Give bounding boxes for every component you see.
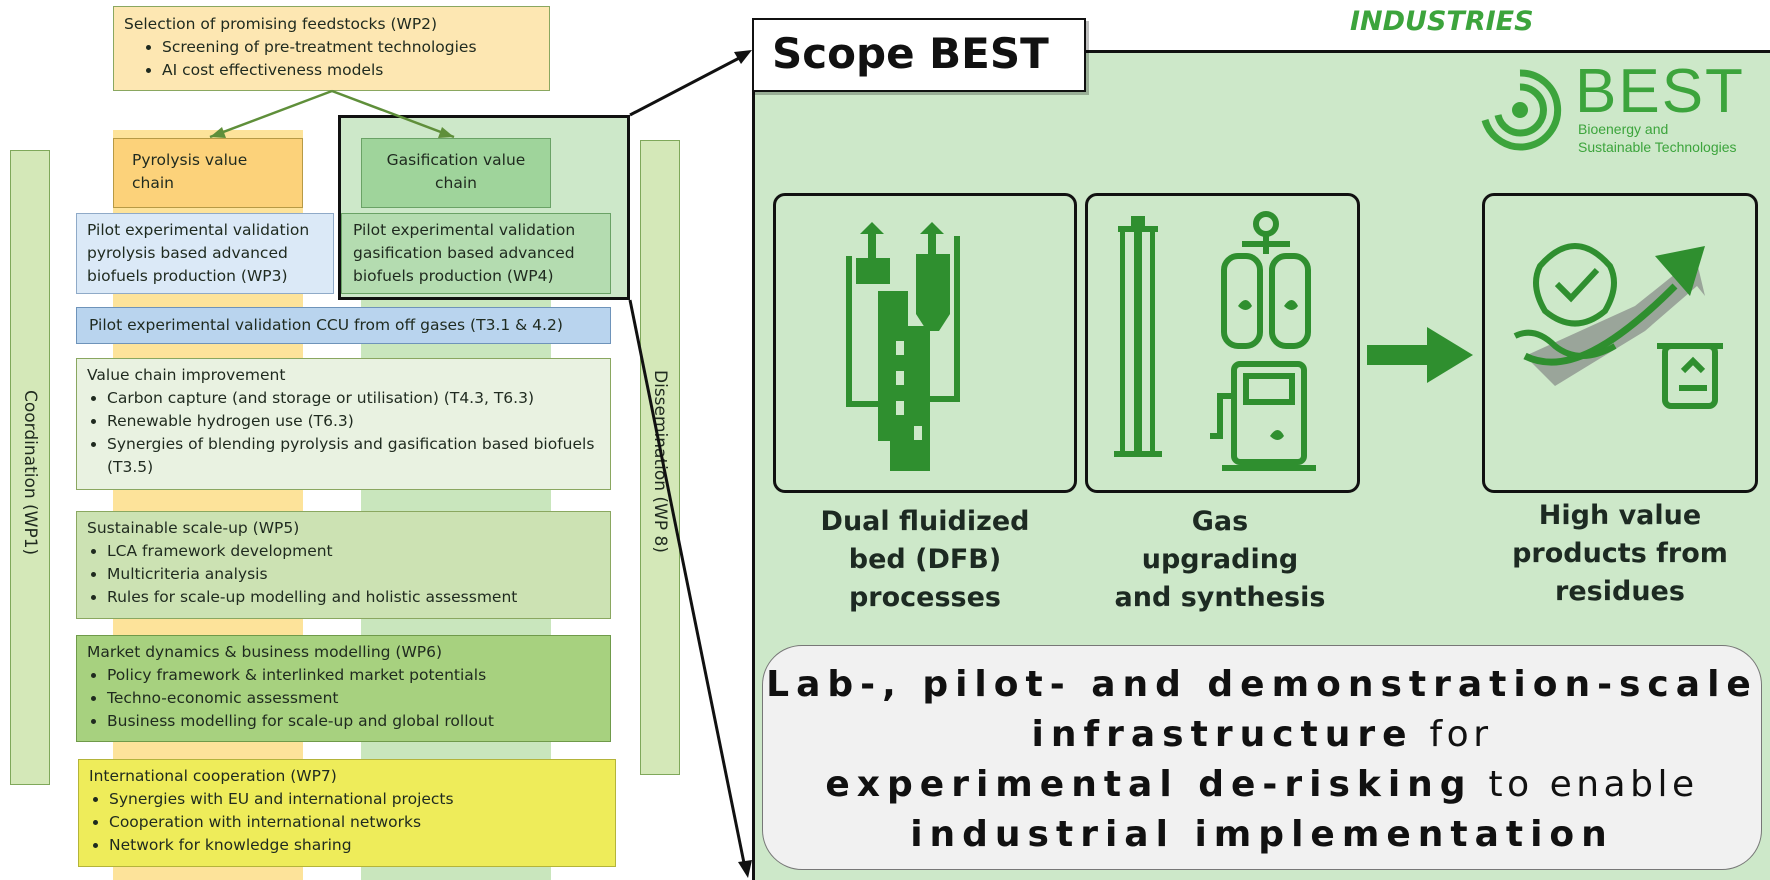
ccu-box: Pilot experimental validation CCU from o… bbox=[76, 307, 611, 344]
wp6-title: Market dynamics & business modelling (WP… bbox=[87, 643, 443, 661]
scope-statement: Lab-, pilot- and demonstration-scale inf… bbox=[762, 645, 1762, 870]
best-logo-line1: Bioenergy and bbox=[1578, 121, 1669, 137]
best-logo-mark-icon bbox=[1481, 69, 1562, 151]
list-item: Carbon capture (and storage or utilisati… bbox=[107, 387, 600, 410]
flow-arrows bbox=[209, 89, 455, 139]
list-item: Policy framework & interlinked market po… bbox=[107, 664, 600, 687]
list-item: Multicriteria analysis bbox=[107, 563, 600, 586]
list-item: AI cost effectiveness models bbox=[162, 59, 539, 82]
list-item: Business modelling for scale-up and glob… bbox=[107, 710, 600, 733]
caption-dfb: Dual fluidized bed (DFB) processes bbox=[820, 506, 1030, 613]
wp3-text: Pilot experimental validation pyrolysis … bbox=[87, 221, 310, 285]
gas-upgrading-panel bbox=[1085, 193, 1360, 493]
wp5-title: Sustainable scale-up (WP5) bbox=[87, 519, 300, 537]
list-item: Renewable hydrogen use (T6.3) bbox=[107, 410, 600, 433]
wp5-box: Sustainable scale-up (WP5) LCA framework… bbox=[76, 511, 611, 619]
wp4-box: Pilot experimental validation gasificati… bbox=[341, 213, 611, 294]
best-logo-name: BEST bbox=[1575, 57, 1745, 126]
products-icon bbox=[1513, 243, 1723, 409]
ccu-text: Pilot experimental validation CCU from o… bbox=[89, 316, 563, 334]
caption-gas: Gas upgrading and synthesis bbox=[1114, 506, 1326, 613]
pyrolysis-chain-box: Pyrolysis value chain bbox=[113, 138, 303, 208]
list-item: Techno-economic assessment bbox=[107, 687, 600, 710]
list-item: LCA framework development bbox=[107, 540, 600, 563]
list-item: Cooperation with international networks bbox=[109, 811, 605, 834]
statement-text-1: for bbox=[1413, 714, 1493, 755]
feedstock-title: Selection of promising feedstocks (WP2) bbox=[124, 15, 438, 33]
wp7-box: International cooperation (WP7) Synergie… bbox=[78, 759, 616, 867]
best-logo-line2: Sustainable Technologies bbox=[1578, 139, 1737, 155]
list-item: Synergies with EU and international proj… bbox=[109, 788, 605, 811]
statement-text-2: to enable bbox=[1472, 764, 1699, 805]
gasification-chain-box: Gasification value chain bbox=[361, 138, 551, 208]
list-item: Rules for scale-up modelling and holisti… bbox=[107, 586, 600, 609]
improvement-box: Value chain improvement Carbon capture (… bbox=[76, 358, 611, 490]
gasification-chain-label: Gasification value chain bbox=[386, 151, 526, 192]
list-item: Network for knowledge sharing bbox=[109, 834, 605, 857]
process-arrow-icon bbox=[1367, 327, 1473, 383]
wp4-text: Pilot experimental validation gasificati… bbox=[353, 221, 576, 285]
improvement-title: Value chain improvement bbox=[87, 366, 286, 384]
caption-products: High value products from residues bbox=[1512, 500, 1728, 607]
pyrolysis-chain-label: Pyrolysis value chain bbox=[132, 151, 248, 192]
products-panel bbox=[1482, 193, 1758, 493]
dfb-reactor-icon bbox=[846, 222, 960, 471]
scope-title: Scope BEST bbox=[752, 18, 1086, 92]
wp7-title: International cooperation (WP7) bbox=[89, 767, 337, 785]
gas-upgrading-icon bbox=[1114, 211, 1316, 471]
list-item: Synergies of blending pyrolysis and gasi… bbox=[107, 433, 600, 479]
dissemination-bar bbox=[640, 140, 680, 775]
statement-bold-1: Lab-, pilot- and demonstration-scale inf… bbox=[766, 664, 1758, 755]
wp3-box: Pilot experimental validation pyrolysis … bbox=[76, 213, 334, 294]
statement-bold-2: experimental de-risking bbox=[825, 764, 1473, 805]
dfb-panel bbox=[773, 193, 1077, 493]
statement-bold-3: industrial implementation bbox=[910, 814, 1614, 855]
wp6-box: Market dynamics & business modelling (WP… bbox=[76, 635, 611, 742]
coordination-bar bbox=[10, 150, 50, 785]
list-item: Screening of pre-treatment technologies bbox=[162, 36, 539, 59]
industries-label: INDUSTRIES bbox=[1350, 6, 1534, 37]
